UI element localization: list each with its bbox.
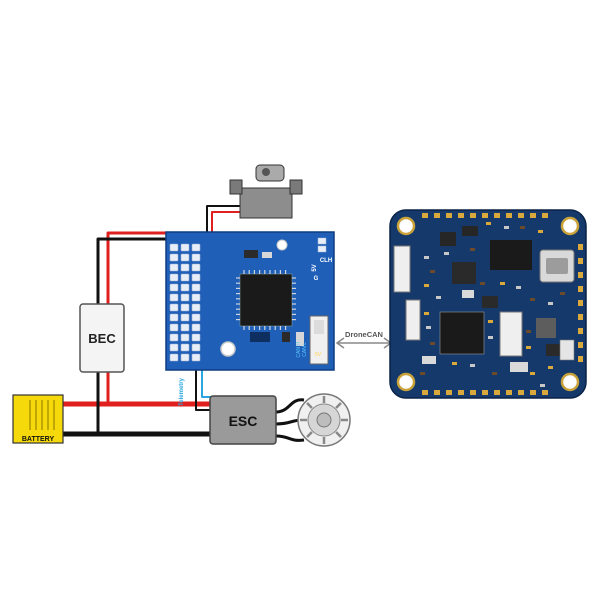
wires [62,205,305,442]
esc-label: ESC [229,413,258,429]
can-h-pin-label: CAN H [296,342,302,358]
dronecan-link: DroneCAN [335,330,393,349]
battery-label: BATTERY [22,436,55,443]
fc-mcu-chip [439,311,485,355]
esc-module: ESC [209,395,277,445]
bec-label: BEC [88,331,116,346]
svg-text:C: C [320,258,325,264]
can-l-pin-label: CAN L [302,342,308,357]
bec-output-black-wire [96,237,170,304]
svg-text:G: G [314,276,319,282]
svg-text:L: L [324,258,328,264]
bec-module: BEC [79,303,125,373]
telemetry-label: Telemetry [179,377,185,406]
can-node-board: CAN L CAN H 5V G 5V C L H [165,231,335,371]
servo [229,164,303,219]
dronecan-label: DroneCAN [345,330,383,339]
svg-text:H: H [328,258,332,264]
svg-text:5V: 5V [312,264,318,271]
mcu-chip [239,273,293,327]
battery: BATTERY [12,394,64,444]
pin-header [169,243,201,362]
flight-controller-board [389,209,587,399]
motor-wire-a [275,398,305,414]
motor [297,393,351,447]
five-v-pin-label: 5V [315,352,322,358]
motor-wire-c [275,434,305,442]
header-labels: G 5V C L H [312,258,332,282]
